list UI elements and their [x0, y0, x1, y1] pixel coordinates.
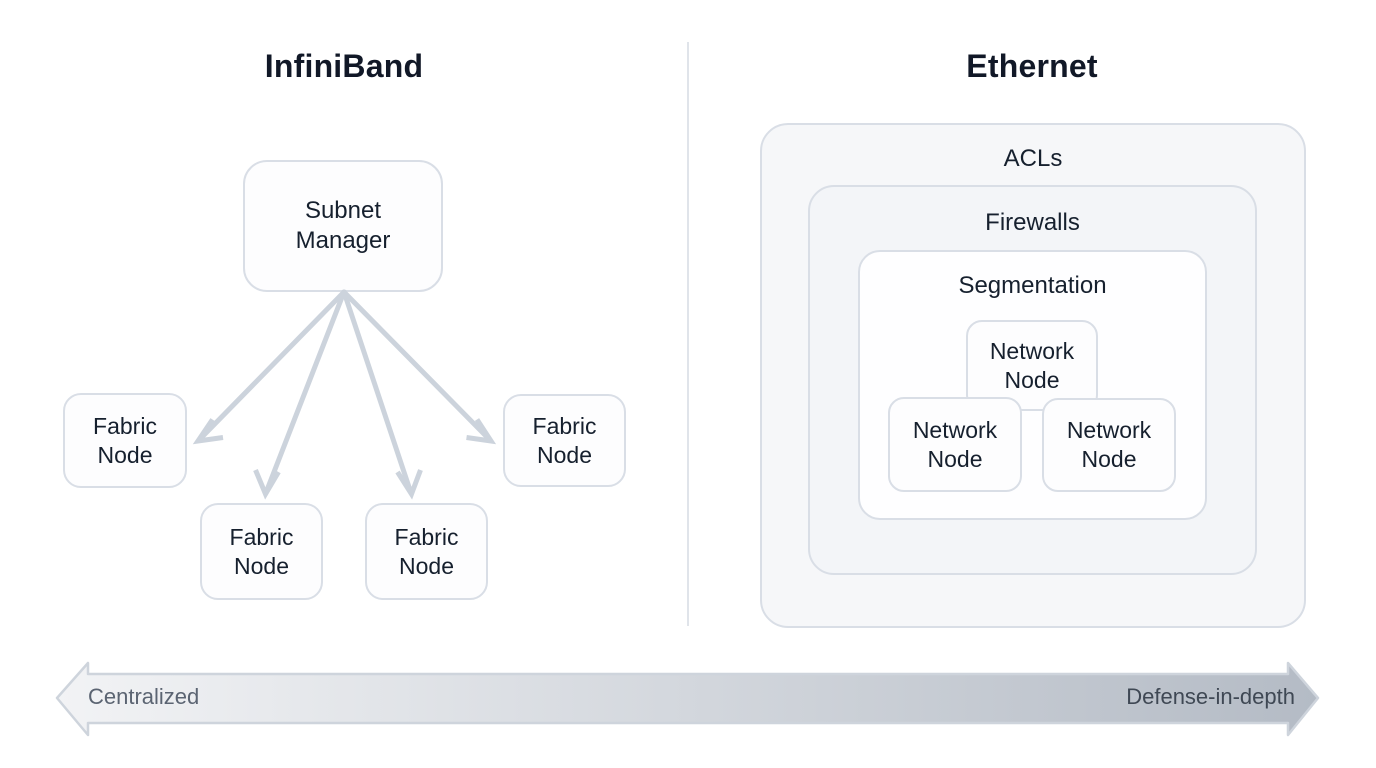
network-node-box: Network Node [966, 320, 1098, 411]
subnet-manager-box: Subnet Manager [243, 160, 443, 292]
subnet-manager-label: Subnet Manager [295, 197, 391, 254]
fabric-node-box: Fabric Node [503, 394, 626, 487]
fabric-node-box: Fabric Node [200, 503, 323, 600]
network-node-box: Network Node [1042, 398, 1176, 492]
fabric-node-label: Fabric Node [229, 523, 294, 579]
fabric-node-label: Fabric Node [532, 412, 597, 468]
infiniband-title: InfiniBand [264, 48, 424, 84]
fabric-node-label: Fabric Node [394, 523, 459, 579]
spectrum-left-label: Centralized [88, 684, 200, 709]
segmentation-layer-label: Segmentation [958, 272, 1107, 299]
fabric-node-label: Fabric Node [93, 412, 157, 468]
network-node-label: Network Node [1066, 417, 1152, 472]
ethernet-title: Ethernet [966, 48, 1098, 84]
fabric-node-box: Fabric Node [365, 503, 488, 600]
network-node-label: Network Node [912, 416, 998, 472]
fan-arrow-lines [192, 289, 497, 500]
panel-divider [687, 42, 689, 626]
fabric-node-box: Fabric Node [63, 393, 187, 488]
firewall-layer-label: Firewalls [985, 209, 1080, 236]
network-node-label: Network Node [989, 337, 1075, 393]
spectrum-right-label: Defense-in-depth [1126, 684, 1295, 709]
network-node-box: Network Node [888, 397, 1022, 492]
acl-layer-label: ACLs [1003, 145, 1063, 172]
